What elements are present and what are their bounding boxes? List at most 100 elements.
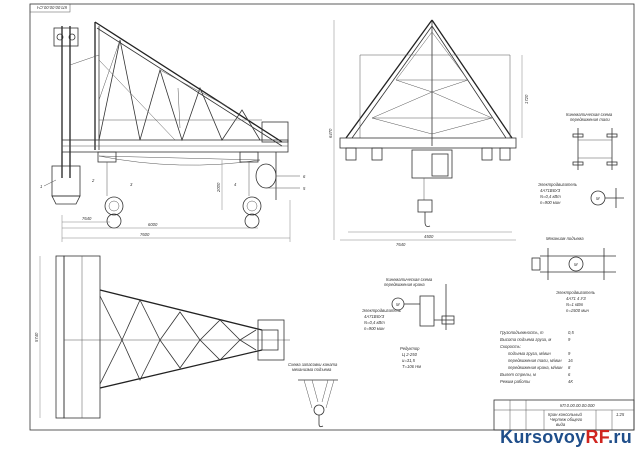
plan-truss-2 (99, 339, 257, 385)
kin-crane-wheel (441, 315, 455, 325)
cable-curve (98, 155, 261, 166)
truss-diagonals (98, 39, 261, 142)
elevation-view: 7600 6000 7640 2000 1 2 3 4 5 6 (40, 21, 306, 242)
kinematic-hoist-title-2: передвижения тали (570, 117, 610, 122)
front-dim-right-label: 1720 (524, 94, 529, 104)
leader-line-1 (43, 179, 57, 187)
kin-crane-red-1: Редуктор (400, 346, 420, 351)
title-block-sheet: 1:25 (616, 412, 625, 417)
hook-right-bottom (244, 213, 260, 229)
kin-crane-reducer (419, 295, 435, 327)
top-pulley (56, 33, 64, 41)
kin-crane-red-2: Ц 2-250 (402, 352, 418, 357)
hm-motor-line-1: 4A71 4 УЗ (566, 296, 586, 301)
kin-crane-motor-1: Электродвигатель (362, 308, 401, 313)
front-wheel-l (345, 147, 357, 161)
spec-label-4: передвижения тали, м/мин (508, 358, 562, 363)
kin-crane-title-1: Кинематическая схема (386, 277, 433, 282)
plan-hoist-drum (261, 329, 279, 351)
hook-block-right (242, 196, 262, 216)
plan-view: 5740 Схема запасовки каната механизма по… (34, 255, 338, 428)
kin-crane-motor-4: n=900 мин (364, 326, 385, 331)
dim-overall-label: 7600 (140, 232, 150, 237)
front-wheel-r2 (499, 147, 511, 161)
spec-label-3: подъема груза, м/мин (508, 351, 551, 356)
plan-dim-label: 5740 (34, 332, 39, 342)
end-stop (261, 121, 289, 143)
spec-value-3: 9 (568, 351, 571, 356)
title-block-frame (493, 399, 635, 431)
watermark-part2: RF (585, 427, 609, 447)
kinematic-hoist-title-1: Кинематическая схема (566, 112, 613, 117)
front-hoist-motor (431, 153, 449, 177)
spec-label-5: передвижения крана, м/мин (508, 365, 563, 370)
dim-vert-label: 2000 (216, 182, 221, 193)
kin-crane-motor-2: 4A71B6УЗ (364, 314, 385, 319)
spec-value-5: 8 (568, 365, 571, 370)
leader-6: 6 (303, 174, 306, 179)
motor-text-4: n=900 мин (540, 200, 561, 205)
reeve-hook (318, 415, 324, 428)
title-block: КП.0.00.00.00.000 Кран консольный Чертеж… (493, 399, 635, 431)
brace-3 (159, 69, 231, 109)
front-hoist (411, 149, 453, 179)
spec-label-2: Скорость: (500, 344, 521, 349)
kin-wheel-1 (572, 133, 584, 138)
title-block-line1: Кран консольный (548, 412, 582, 417)
hoist-mechanism: Механизм подъема M Электродвигатель 4A71… (531, 236, 616, 313)
top-stamp-box (29, 3, 71, 13)
site-watermark: KursovoyRF.ru (500, 427, 632, 448)
kin-crane-title-2: передвижения крана (384, 282, 425, 287)
title-block-code: КП.0.00.00.00.000 (560, 403, 595, 408)
leader-3: 3 (130, 182, 133, 187)
front-apex-right (431, 19, 513, 139)
hook-left-bottom (106, 213, 122, 229)
kin-wheel-3 (572, 161, 584, 166)
motor-text-1: Электродвигатель (538, 182, 577, 187)
reeve-ropes (303, 379, 335, 409)
spec-value-1: 9 (568, 337, 571, 342)
sheet-frame (29, 3, 635, 431)
hm-motor-line-3: n=1500 мин (566, 308, 589, 313)
column-foot (51, 195, 81, 205)
motor-text-3: N=0,4 кВт (540, 194, 561, 199)
plan-wall-l (55, 255, 65, 419)
front-dim-bottom-label: 4500 (424, 234, 434, 239)
brace-2 (98, 39, 121, 101)
trolley-left (97, 151, 117, 163)
hm-drum (531, 257, 541, 271)
plan-chord-bot (99, 349, 263, 389)
front-lattice-r (431, 31, 493, 135)
kin-crane-red-4: T=106 Нм (402, 364, 421, 369)
specs-table: Грузоподъемность, т 0,5 Высота подъема г… (500, 330, 574, 384)
watermark-part3: .ru (608, 427, 632, 447)
front-hook (424, 212, 431, 227)
dim-small-label: 7640 (82, 216, 92, 221)
front-apex-left (345, 19, 433, 139)
title-block-line2: Чертеж общего (550, 417, 583, 422)
spec-value-4: 16 (568, 358, 573, 363)
front-wheel-l2 (371, 147, 383, 161)
plan-hoist (257, 319, 285, 361)
hm-motor (568, 256, 584, 272)
spec-value-6: 6 (568, 372, 571, 377)
brace-5 (69, 54, 100, 66)
leader-2: 2 (91, 178, 95, 183)
dim-span-label: 6000 (148, 222, 158, 227)
front-beam (339, 137, 517, 149)
reeve-block (313, 404, 325, 416)
front-apex-left-2 (351, 25, 433, 139)
kin-hoist-motor-label: M (596, 196, 600, 201)
leader-5: 5 (303, 186, 306, 191)
front-view: 4500 7640 1720 6470 (328, 19, 529, 247)
plan-hook-title-2: механизма подъема (292, 367, 332, 372)
jib-top-chord (94, 21, 283, 143)
spec-label-1: Высота подъема груза, м (500, 337, 551, 342)
kin-wheel-4 (606, 161, 618, 166)
top-stamp-text: КП.00.00.00.СЧ (37, 5, 67, 10)
spec-label-7: Режим работы (500, 379, 530, 384)
hm-motor-line-2: N=1 кВт (566, 302, 584, 307)
cable-sag (98, 155, 261, 161)
kin-crane-red-3: u=31,5 (402, 358, 416, 363)
